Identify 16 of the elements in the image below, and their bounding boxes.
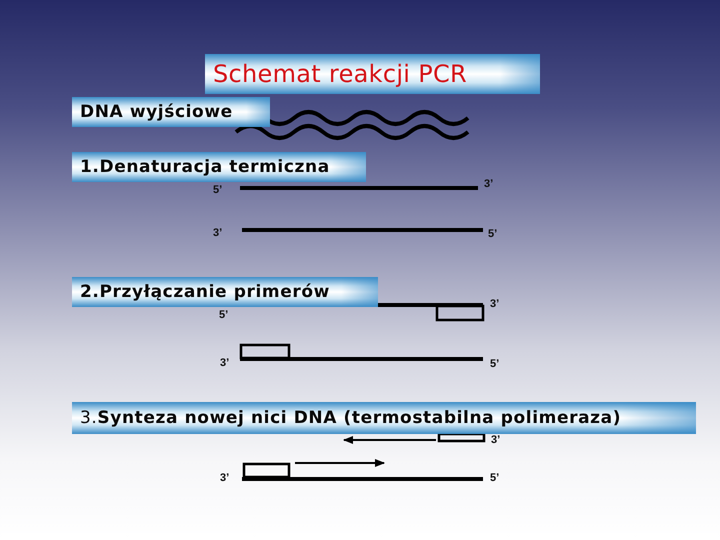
strand-end-label: 3’ [491,434,500,446]
strand-end-label: 3’ [213,227,222,239]
step-heading-banner: 2.Przyłączanie primerów [72,277,378,307]
strand-end-label: 5’ [490,472,500,484]
strand-end-label: 3’ [484,178,494,190]
strand-end-label: 5’ [213,184,222,196]
step-heading-banner: DNA wyjściowe [72,97,270,127]
step-heading-banner: 1.Denaturacja termiczna [72,152,366,182]
strand-end-label: 5’ [488,228,498,240]
strand-end-label: 3’ [490,298,500,310]
strand-end-label: 5’ [219,309,228,321]
step-heading-banner: 3.Synteza nowej nici DNA (termostabilna polimeraza) [72,402,696,434]
strand-end-label: 3’ [220,357,230,369]
strand-end-label: 3’ [220,472,230,484]
title-banner: Schemat reakcji PCR [205,54,540,94]
strand-end-label: 5’ [490,358,500,370]
